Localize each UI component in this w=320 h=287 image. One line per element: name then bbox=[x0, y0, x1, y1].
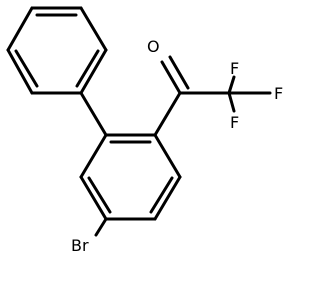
bond bbox=[79, 6, 108, 52]
double-bond-inner bbox=[87, 176, 112, 214]
carbonyl-double-bond bbox=[160, 55, 190, 95]
fluorine-label: F bbox=[230, 113, 239, 132]
bond bbox=[79, 175, 108, 221]
structure-canvas: O F F F Br bbox=[6, 6, 284, 255]
fluorine-label: F bbox=[230, 59, 239, 78]
bond bbox=[160, 60, 182, 95]
biaryl-bond bbox=[79, 91, 108, 137]
aryl-carbonyl-bond bbox=[153, 91, 182, 137]
fluorine-label: F bbox=[274, 84, 283, 103]
c-br-bond bbox=[94, 217, 108, 237]
c-f-bond bbox=[227, 91, 236, 113]
bromophenyl-ring bbox=[79, 133, 182, 221]
molecule-diagram: O F F F Br bbox=[6, 6, 283, 255]
bond bbox=[6, 48, 34, 95]
double-bond-inner bbox=[75, 49, 100, 88]
double-bond-inner bbox=[149, 176, 174, 214]
oxygen-label: O bbox=[147, 37, 160, 56]
bond bbox=[153, 133, 182, 179]
c-f-bond bbox=[227, 75, 236, 95]
phenyl-ring bbox=[6, 6, 108, 95]
bromine-label: Br bbox=[71, 236, 89, 255]
bond bbox=[168, 55, 190, 90]
bond bbox=[6, 6, 34, 52]
bond bbox=[79, 133, 108, 179]
double-bond-inner bbox=[14, 49, 39, 88]
bond bbox=[79, 48, 108, 95]
bond bbox=[153, 175, 182, 221]
